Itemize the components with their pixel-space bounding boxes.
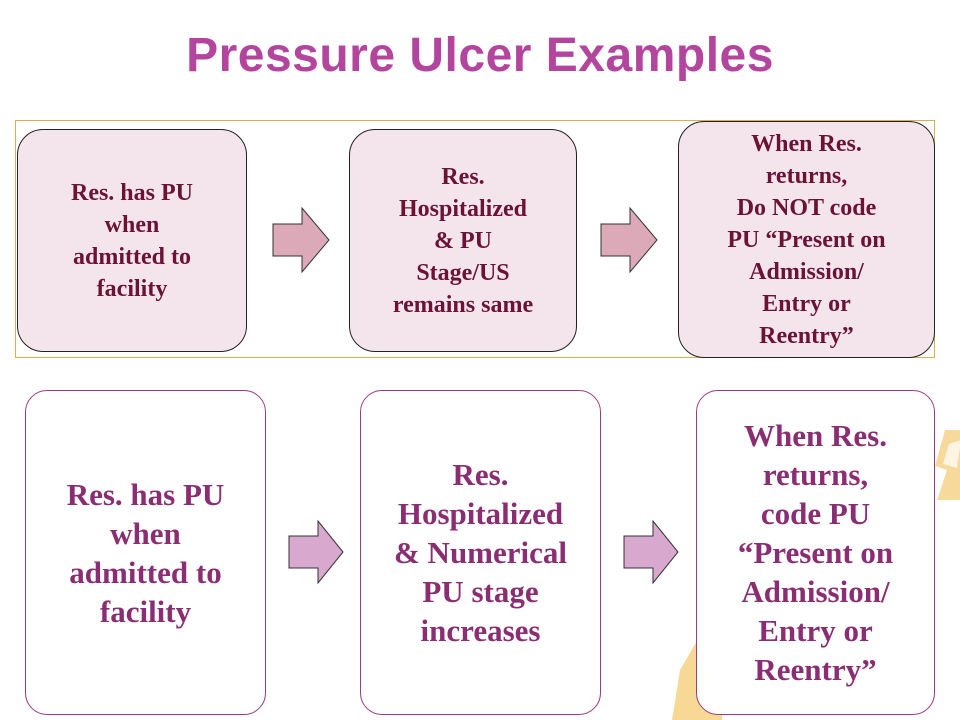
bottom-step-1-box: Res. has PU when admitted to facility xyxy=(25,390,266,715)
bottom-step-3-box: When Res. returns, code PU “Present on A… xyxy=(696,390,935,715)
top-arrow-1-icon xyxy=(272,207,330,273)
bottom-arrow-1-icon xyxy=(288,520,344,584)
bottom-step-2-box: Res. Hospitalized & Numerical PU stage i… xyxy=(360,390,601,715)
bottom-arrow-2-icon xyxy=(623,520,679,584)
top-step-2-box: Res. Hospitalized & PU Stage/US remains … xyxy=(349,129,577,352)
top-step-1-box: Res. has PU when admitted to facility xyxy=(17,129,247,352)
logo-fragment-icon xyxy=(935,430,960,500)
top-arrow-2-icon xyxy=(600,207,658,273)
top-step-3-box: When Res. returns, Do NOT code PU “Prese… xyxy=(678,121,935,358)
slide-title: Pressure Ulcer Examples xyxy=(186,29,774,82)
